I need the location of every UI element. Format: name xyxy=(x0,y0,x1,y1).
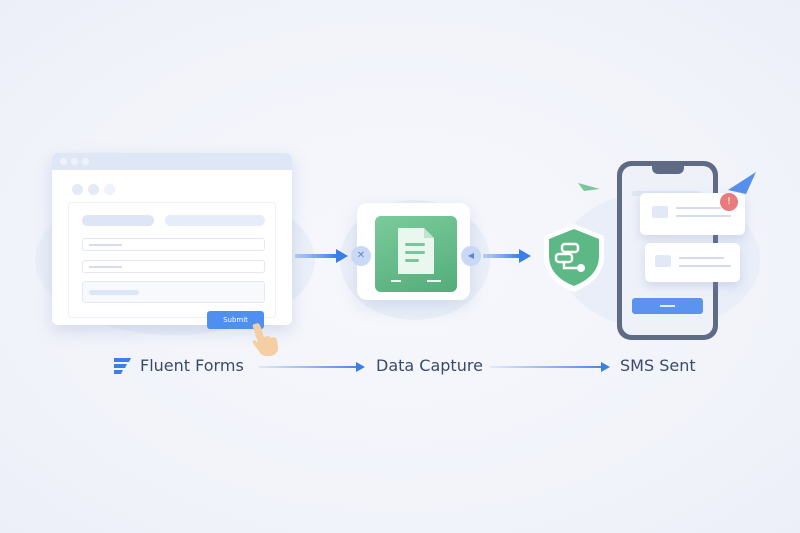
pointing-hand-icon xyxy=(249,322,281,360)
window-dot xyxy=(71,158,78,165)
fluent-forms-logo-icon xyxy=(114,358,131,374)
step-label-fluent-forms: Fluent Forms xyxy=(140,356,244,375)
phone-action-button[interactable] xyxy=(632,298,703,314)
tile-dash xyxy=(391,280,401,282)
step-connector-line xyxy=(490,366,603,368)
arrowhead xyxy=(336,249,348,263)
text-line xyxy=(676,215,731,217)
field-line xyxy=(89,290,139,295)
media-icon xyxy=(652,206,668,218)
text-line xyxy=(679,265,731,267)
step-label-data-capture: Data Capture xyxy=(376,356,483,375)
browser-window xyxy=(52,153,292,325)
back-connector-icon: ◀ xyxy=(461,246,481,266)
form-label-placeholder xyxy=(82,215,154,226)
document-tile xyxy=(375,216,457,292)
paper-plane-icon xyxy=(728,172,756,194)
form-textarea[interactable] xyxy=(82,281,265,303)
paper-plane-icon xyxy=(578,183,600,191)
window-dot xyxy=(60,158,67,165)
text-line xyxy=(676,207,721,209)
window-dot xyxy=(82,158,89,165)
close-connector-icon: ✕ xyxy=(351,246,371,266)
dot xyxy=(72,184,83,195)
form-label-placeholder xyxy=(165,215,265,226)
button-dash xyxy=(660,305,675,307)
flow-arrow xyxy=(295,254,337,258)
window-title-bar xyxy=(52,153,292,170)
message-bubble xyxy=(645,243,740,282)
document-icon xyxy=(398,228,434,274)
submit-button[interactable]: Submit xyxy=(207,311,264,329)
phone-notch xyxy=(652,166,684,174)
flow-arrow xyxy=(483,254,520,258)
field-line xyxy=(89,266,122,268)
media-icon xyxy=(655,255,671,267)
step-connector-line xyxy=(258,366,358,368)
arrowhead xyxy=(356,362,365,372)
arrowhead xyxy=(519,249,531,263)
text-line xyxy=(679,257,724,259)
form-field-1[interactable] xyxy=(82,238,265,251)
tile-dash xyxy=(427,280,441,282)
alert-badge-icon: ! xyxy=(720,193,738,211)
form-field-2[interactable] xyxy=(82,260,265,273)
dot xyxy=(88,184,99,195)
arrowhead xyxy=(601,362,610,372)
shield-workflow-icon xyxy=(544,224,604,292)
step-label-sms-sent: SMS Sent xyxy=(620,356,696,375)
field-line xyxy=(89,244,122,246)
dot xyxy=(104,184,115,195)
